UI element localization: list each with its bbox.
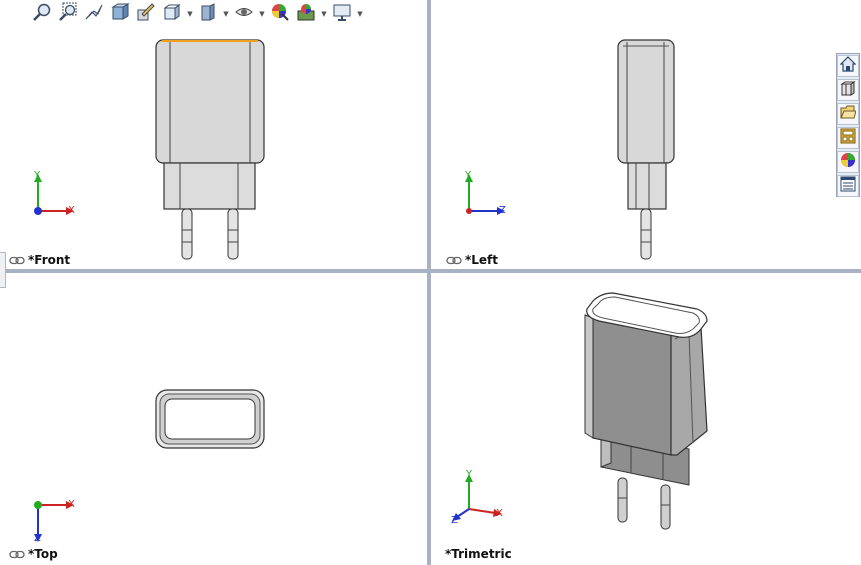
top-view-model[interactable] bbox=[0, 273, 427, 565]
previous-view-icon bbox=[84, 2, 104, 26]
viewport-left-label: *Left bbox=[446, 253, 498, 268]
apply-scene-button[interactable] bbox=[294, 3, 318, 25]
feature-manager-collapse-handle[interactable] bbox=[0, 252, 6, 288]
viewport-splitter-vertical[interactable] bbox=[427, 0, 431, 565]
triad-trimetric-y-label: Y bbox=[466, 469, 473, 480]
hide-show-items-dropdown[interactable]: ▼ bbox=[259, 10, 265, 18]
viewport-left[interactable]: Y Z *Left bbox=[431, 0, 861, 269]
task-pane-tabs bbox=[836, 53, 860, 197]
zoom-to-area-icon bbox=[58, 2, 78, 26]
display-style-button[interactable] bbox=[196, 3, 220, 25]
section-view-button[interactable] bbox=[108, 3, 132, 25]
link-views-icon[interactable] bbox=[9, 254, 25, 268]
triad-trimetric-x-label: X bbox=[496, 508, 503, 519]
display-style-icon bbox=[198, 2, 218, 26]
zoom-to-fit-icon bbox=[32, 2, 52, 26]
triad-left bbox=[465, 174, 505, 215]
home-icon bbox=[839, 56, 857, 76]
file-explorer-icon bbox=[840, 104, 857, 124]
edit-appearance-button[interactable] bbox=[268, 3, 292, 25]
viewport-front[interactable]: Y X *Front bbox=[0, 0, 427, 269]
view-orientation-button[interactable] bbox=[160, 3, 184, 25]
display-style-dropdown[interactable]: ▼ bbox=[223, 10, 229, 18]
left-view-model[interactable] bbox=[431, 0, 861, 269]
view-orientation-icon bbox=[162, 2, 182, 26]
viewport-top-name: *Top bbox=[28, 547, 58, 561]
task-pane-home-tab[interactable] bbox=[837, 55, 859, 77]
view-settings-icon bbox=[332, 2, 352, 26]
view-palette-icon bbox=[840, 128, 856, 148]
view-settings-dropdown[interactable]: ▼ bbox=[357, 10, 363, 18]
link-views-icon[interactable] bbox=[9, 548, 25, 562]
task-pane-design-library-tab[interactable] bbox=[837, 79, 859, 101]
viewport-top[interactable]: X Z *Top bbox=[0, 273, 427, 565]
triad-left-y-label: Y bbox=[465, 170, 472, 181]
hide-show-items-icon bbox=[234, 2, 254, 26]
dynamic-annotation-button[interactable] bbox=[134, 3, 158, 25]
previous-view-button[interactable] bbox=[82, 3, 106, 25]
appearances-icon bbox=[840, 152, 856, 172]
triad-front-y-label: Y bbox=[34, 170, 41, 181]
viewport-trimetric-label: *Trimetric bbox=[445, 547, 512, 561]
apply-scene-icon bbox=[296, 2, 316, 26]
triad-top-z-label: Z bbox=[34, 533, 41, 544]
task-pane-custom-properties-tab[interactable] bbox=[837, 175, 859, 197]
task-pane-file-explorer-tab[interactable] bbox=[837, 103, 859, 125]
viewport-front-name: *Front bbox=[28, 253, 71, 267]
zoom-to-area-button[interactable] bbox=[56, 2, 80, 26]
section-view-icon bbox=[110, 2, 130, 26]
triad-trimetric bbox=[452, 474, 502, 521]
heads-up-view-toolbar: ▼ ▼ ▼ ▼ ▼ bbox=[30, 2, 364, 26]
view-orientation-dropdown[interactable]: ▼ bbox=[187, 10, 193, 18]
viewport-front-label: *Front bbox=[9, 253, 70, 268]
task-pane-view-palette-tab[interactable] bbox=[837, 127, 859, 149]
triad-left-z-label: Z bbox=[499, 205, 506, 216]
triad-top-x-label: X bbox=[68, 499, 75, 510]
triad-front bbox=[34, 174, 74, 215]
viewport-trimetric-name: *Trimetric bbox=[445, 547, 512, 561]
viewport-left-name: *Left bbox=[465, 253, 499, 267]
viewport-trimetric[interactable]: Y X Z *Trimetric bbox=[431, 273, 861, 565]
dynamic-annotation-icon bbox=[136, 2, 156, 26]
zoom-to-fit-button[interactable] bbox=[30, 3, 54, 25]
view-settings-button[interactable] bbox=[330, 3, 354, 25]
trimetric-view-model[interactable] bbox=[431, 273, 861, 565]
hide-show-items-button[interactable] bbox=[232, 3, 256, 25]
viewport-splitter-horizontal[interactable] bbox=[0, 269, 861, 273]
custom-properties-icon bbox=[840, 176, 856, 196]
apply-scene-dropdown[interactable]: ▼ bbox=[321, 10, 327, 18]
edit-appearance-icon bbox=[270, 2, 290, 26]
front-view-model[interactable] bbox=[0, 0, 427, 269]
triad-trimetric-z-label: Z bbox=[451, 515, 458, 526]
viewport-top-label: *Top bbox=[9, 547, 58, 562]
triad-front-x-label: X bbox=[68, 205, 75, 216]
link-views-icon[interactable] bbox=[446, 254, 462, 268]
design-library-icon bbox=[840, 80, 856, 100]
task-pane-appearances-tab[interactable] bbox=[837, 151, 859, 173]
triad-top bbox=[34, 501, 74, 542]
